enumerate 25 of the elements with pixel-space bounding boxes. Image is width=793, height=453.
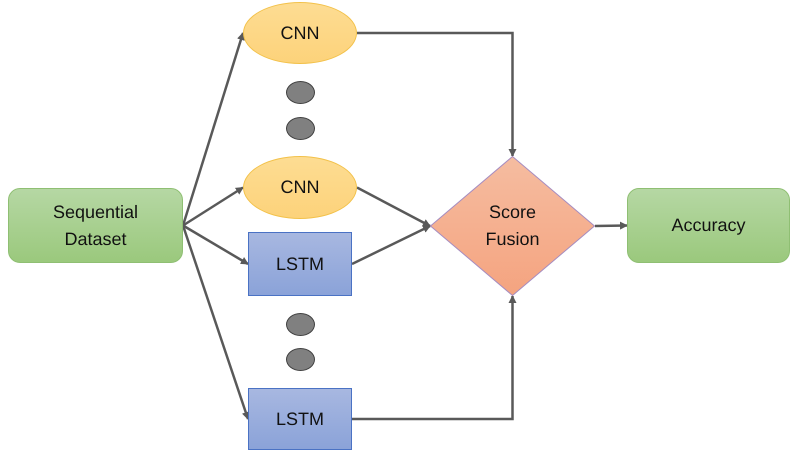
model-box (248, 232, 352, 296)
node-label: Accuracy (670, 214, 747, 237)
arrow (594, 222, 628, 230)
arrow (182, 186, 244, 227)
ellipsis-dot (286, 117, 315, 140)
node-label: LSTM (274, 252, 325, 276)
node-label: CNN (280, 22, 320, 44)
arrow (357, 32, 516, 157)
decision-diamond (430, 156, 595, 296)
process-box (8, 188, 183, 263)
arrow (182, 224, 249, 266)
node-label: Sequential Dataset (52, 200, 140, 250)
ellipsis-dot (286, 313, 315, 336)
arrow (182, 32, 245, 226)
ellipsis-dot (286, 348, 315, 371)
ellipsis-dot (286, 81, 315, 104)
node-label: Score Fusion (484, 201, 541, 251)
arrow (356, 186, 431, 228)
arrow (182, 225, 250, 420)
arrow (352, 295, 516, 420)
model-box (248, 388, 352, 450)
node-label: CNN (280, 176, 320, 199)
process-box (627, 188, 790, 263)
node-label: LSTM (274, 408, 325, 430)
arrow (351, 224, 431, 266)
